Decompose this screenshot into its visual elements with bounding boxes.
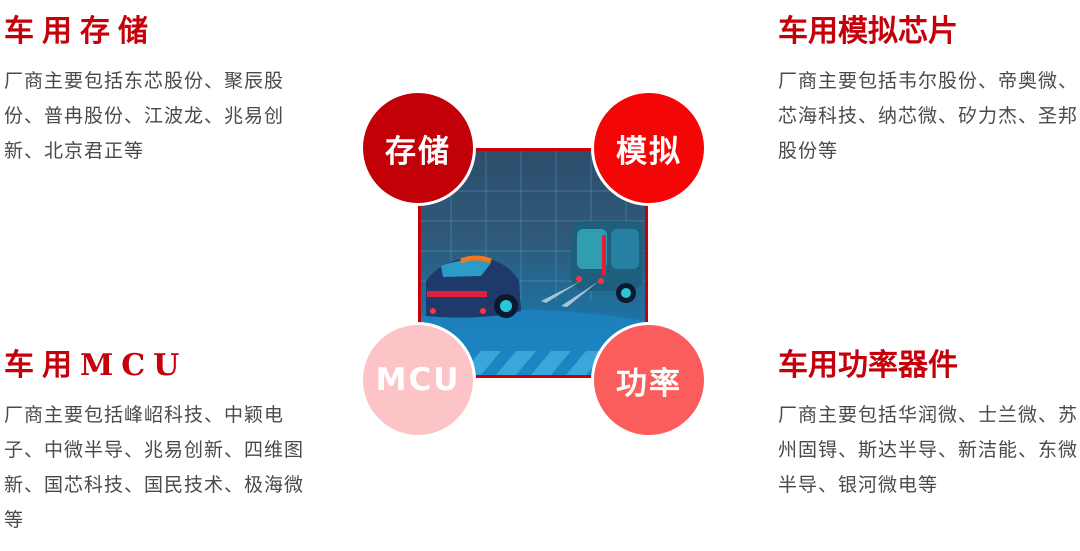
analog-title: 车用模拟芯片 <box>778 14 958 49</box>
storage-section: 车用存储 厂商主要包括东芯股份、聚辰股份、普冉股份、江波龙、兆易创新、北京君正等 <box>4 14 309 169</box>
car-scene-icon <box>421 151 645 375</box>
storage-circle-label: 存储 <box>385 133 451 170</box>
storage-description: 厂商主要包括东芯股份、聚辰股份、普冉股份、江波龙、兆易创新、北京君正等 <box>4 70 285 162</box>
mcu-title: 车用MCU <box>4 348 188 383</box>
power-section: 车用功率器件 厂商主要包括华润微、士兰微、苏州固锝、斯达半导、新洁能、东微半导、… <box>778 348 1078 503</box>
mcu-circle-label: MCU <box>375 362 461 398</box>
power-description: 厂商主要包括华润微、士兰微、苏州固锝、斯达半导、新洁能、东微半导、银河微电等 <box>778 404 1079 496</box>
storage-circle: 存储 <box>360 90 476 206</box>
mcu-description: 厂商主要包括峰岹科技、中颖电子、中微半导、兆易创新、四维图新、国芯科技、国民技术… <box>4 404 305 531</box>
mcu-section: 车用MCU 厂商主要包括峰岹科技、中颖电子、中微半导、兆易创新、四维图新、国芯科… <box>4 348 309 538</box>
storage-title: 车用存储 <box>4 14 156 49</box>
analog-circle-label: 模拟 <box>616 133 682 170</box>
power-circle: 功率 <box>591 322 707 438</box>
mcu-circle: MCU <box>360 322 476 438</box>
power-circle-label: 功率 <box>616 365 682 402</box>
analog-section: 车用模拟芯片 厂商主要包括韦尔股份、帝奥微、芯海科技、纳芯微、矽力杰、圣邦股份等 <box>778 14 1078 169</box>
analog-circle: 模拟 <box>591 90 707 206</box>
power-title: 车用功率器件 <box>778 348 958 383</box>
analog-description: 厂商主要包括韦尔股份、帝奥微、芯海科技、纳芯微、矽力杰、圣邦股份等 <box>778 70 1079 162</box>
